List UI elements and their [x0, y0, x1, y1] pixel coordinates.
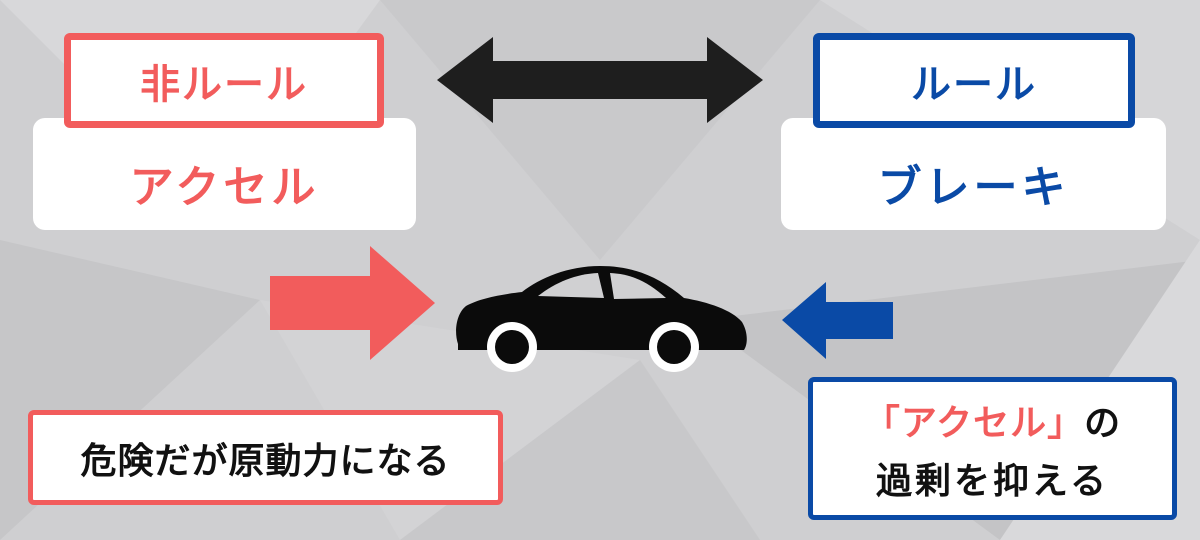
accelerator-label: アクセル	[129, 161, 320, 213]
non-rule-label: 非ルール	[140, 61, 308, 108]
car-icon	[456, 266, 747, 372]
rule-label: ルール	[911, 61, 1037, 108]
arrow-left-icon	[782, 282, 893, 359]
accelerator-text-wrap: アクセル	[33, 140, 416, 225]
brake-card	[781, 118, 1166, 230]
note-right-line1: 「アクセル」の	[864, 394, 1121, 446]
dangerous-driving-force-note: 危険だが原動力になる	[28, 410, 503, 505]
suppress-excess-note: 「アクセル」の 過剰を抑える	[808, 377, 1177, 520]
accelerator-quote: 「アクセル」	[863, 402, 1085, 444]
double-arrow-icon	[437, 37, 763, 123]
note-left-text: 危険だが原動力になる	[80, 440, 451, 482]
brake-label: ブレーキ	[877, 161, 1070, 213]
accelerator-card	[33, 118, 416, 230]
note-right-line2: 過剰を抑える	[876, 460, 1109, 502]
non-rule-tag: 非ルール	[64, 33, 384, 128]
no-particle: の	[1084, 402, 1122, 444]
brake-text-wrap: ブレーキ	[781, 140, 1166, 225]
rule-tag: ルール	[813, 33, 1135, 128]
arrow-right-icon	[270, 246, 435, 360]
